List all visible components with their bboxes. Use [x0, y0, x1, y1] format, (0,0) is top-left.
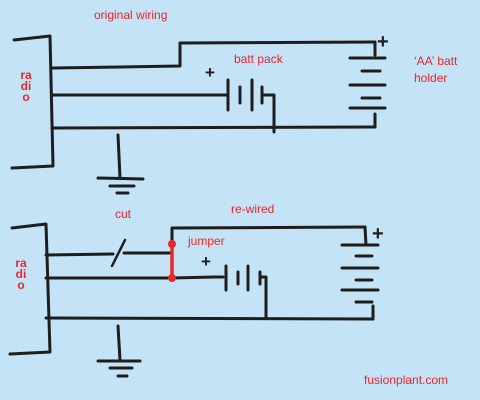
- title-re-wired: re-wired: [231, 202, 275, 216]
- batt-pack-bottom: [212, 264, 268, 320]
- wire-bot-top: [51, 125, 377, 130]
- ground-bottom: [96, 324, 142, 378]
- title-original-wiring: original wiring: [94, 8, 168, 22]
- label-aa-holder-line1: ‘AA’ batt: [414, 54, 458, 68]
- plus-sign-batt-top: +: [205, 63, 215, 82]
- ground-top: [96, 133, 145, 195]
- plus-sign-aa-bottom: +: [372, 223, 384, 245]
- label-jumper: jumper: [188, 234, 225, 248]
- aa-holder-top: [348, 40, 387, 129]
- label-cut: cut: [115, 207, 132, 221]
- radio-box-top: [10, 34, 55, 170]
- label-aa-holder-line2: holder: [414, 71, 448, 85]
- aa-holder-bottom: [340, 225, 380, 321]
- wire-top-1-top: [51, 40, 377, 70]
- cut-mark: [110, 238, 127, 268]
- jumper-node-top: [168, 240, 176, 248]
- plus-sign-aa-top: +: [377, 31, 389, 53]
- label-batt-pack: batt pack: [234, 52, 283, 66]
- label-radio-top: radio: [20, 68, 32, 104]
- wire-bot-bottom: [44, 316, 375, 321]
- jumper-node-bottom: [168, 274, 176, 282]
- wire-mid-bottom: [44, 275, 216, 280]
- credit-text: fusionplant.com: [364, 373, 449, 387]
- plus-sign-batt-bottom: +: [201, 252, 211, 271]
- batt-pack-top: [216, 78, 276, 134]
- radio-box-bottom: [8, 222, 52, 356]
- label-radio-bottom: radio: [15, 256, 27, 292]
